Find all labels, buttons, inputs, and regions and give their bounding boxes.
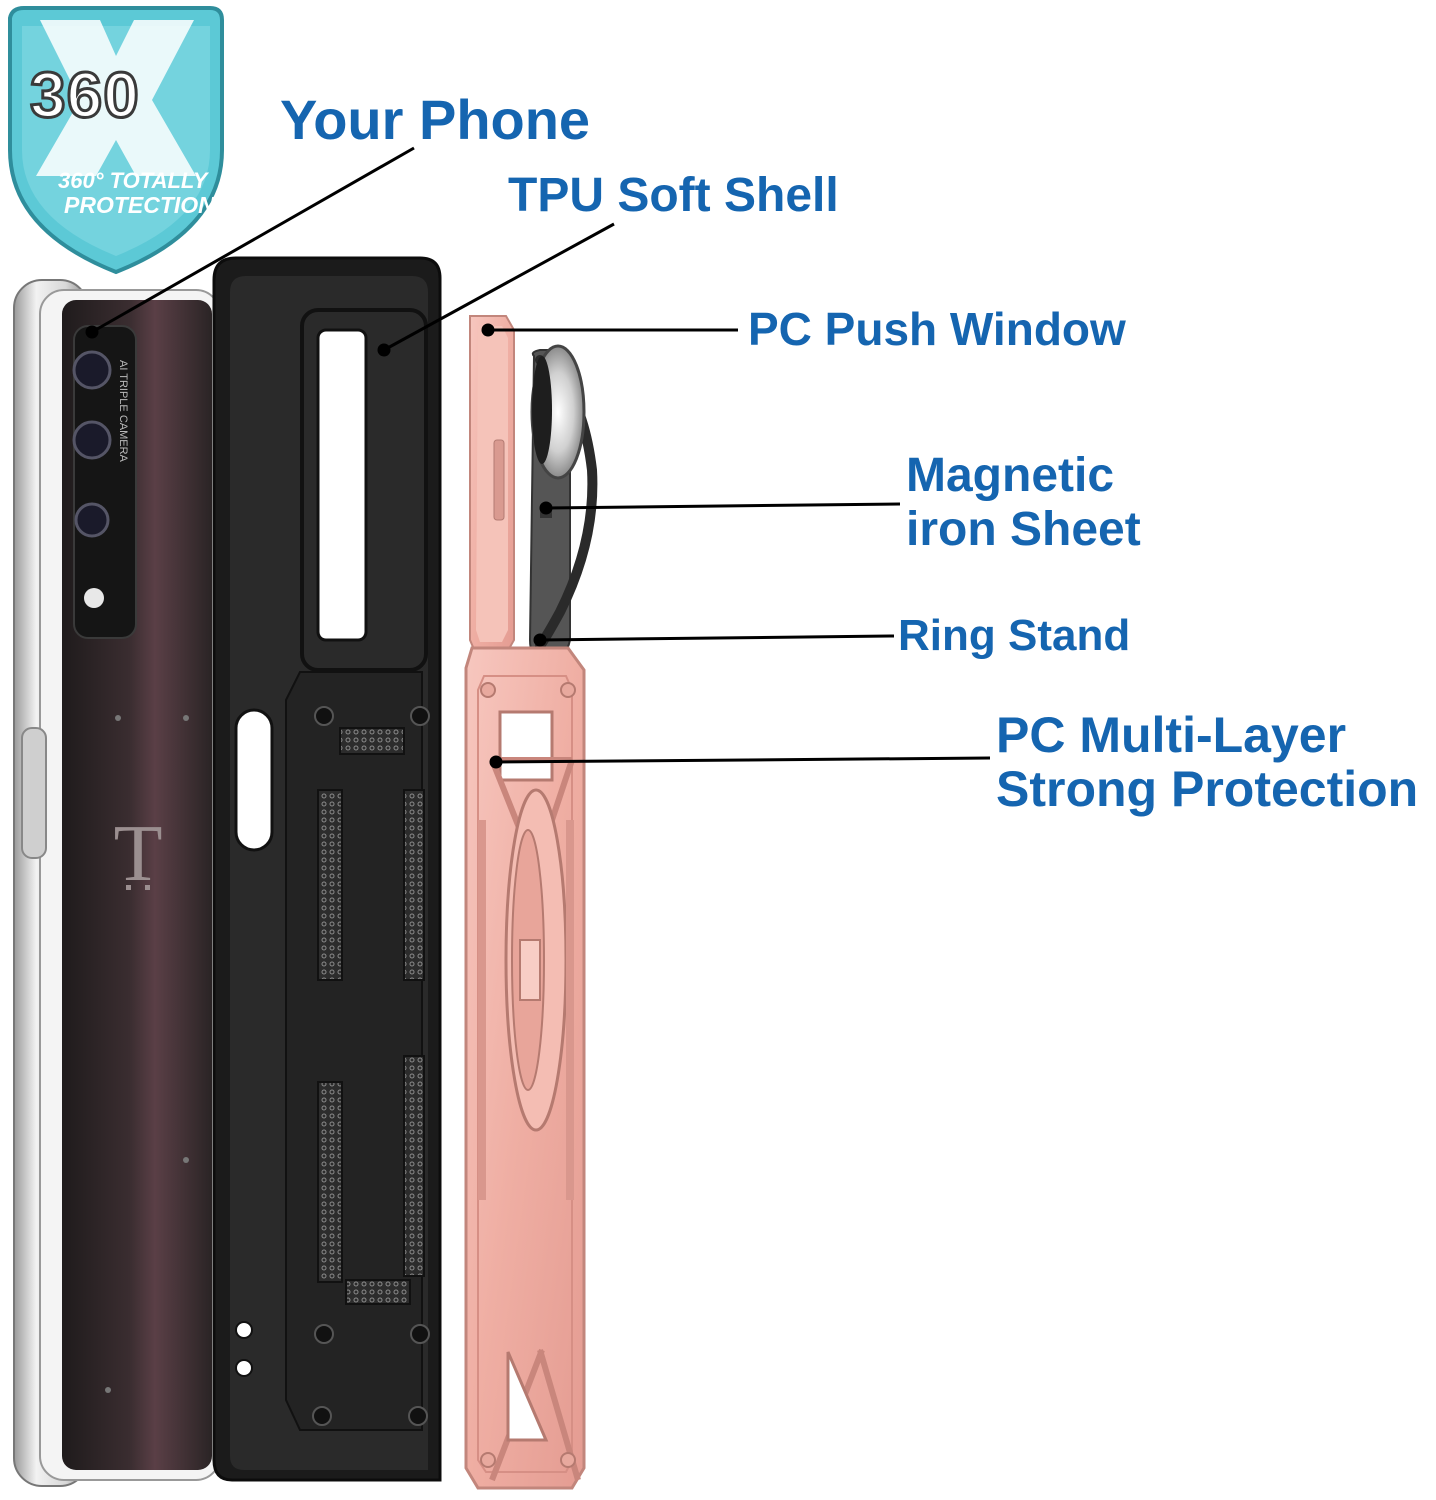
camera-lens-2 (72, 420, 112, 460)
badge-line-2: PROTECTION (64, 192, 215, 218)
camera-cutout (316, 328, 368, 642)
cross-icon (36, 20, 196, 176)
label-ring-stand: Ring Stand (898, 611, 1131, 660)
camera-text: AI TRIPLE CAMERA (117, 360, 129, 463)
leader-lines (85, 146, 991, 769)
tpu-shell-illustration (212, 256, 442, 1482)
label-pc-multi-line-2: Strong Protection (996, 761, 1419, 817)
leader-tpu-shell (383, 222, 615, 352)
leader-ring-stand (539, 634, 895, 642)
ring-stand-illustration (528, 344, 598, 661)
pc-plate-illustration (464, 646, 586, 1490)
phone-illustration: AI TRIPLE CAMERA T (13, 279, 221, 1487)
camera-lens-3 (74, 502, 110, 538)
protection-badge (8, 6, 224, 275)
leader-magnetic-sheet (545, 502, 901, 510)
button-cutout (234, 708, 274, 852)
badge-line-1: 360° TOTALLY (58, 168, 208, 193)
leader-your-phone (91, 146, 415, 334)
label-tpu-soft-shell: TPU Soft Shell (508, 169, 839, 222)
badge-number: 360 (29, 58, 141, 133)
leader-pc-plate (495, 756, 991, 764)
label-your-phone: Your Phone (280, 88, 591, 151)
label-magnetic-line-2: iron Sheet (906, 503, 1141, 556)
push-window-illustration (469, 315, 515, 655)
flash-icon (84, 588, 104, 608)
brand-logo: T (114, 810, 163, 898)
label-magnetic-line-1: Magnetic (906, 449, 1115, 502)
label-pc-push-window: PC Push Window (748, 303, 1126, 355)
camera-lens-1 (72, 350, 112, 390)
label-pc-multi-line-1: PC Multi-Layer (996, 707, 1347, 763)
